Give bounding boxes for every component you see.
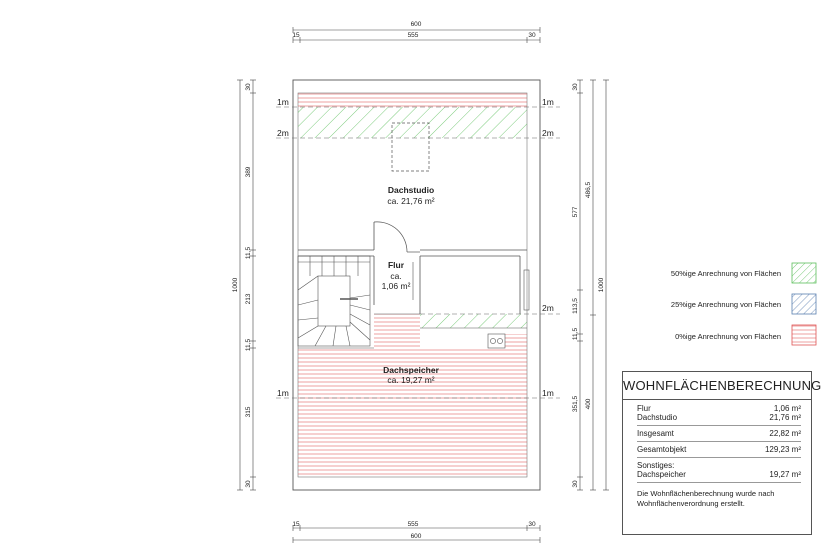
- calc-sonstiges-label: Sonstiges:: [637, 461, 675, 470]
- calc-gesamtobjekt-label: Gesamtobjekt: [637, 445, 687, 454]
- dim-left-389: 389: [245, 166, 252, 177]
- calc-dachstudio-label: Dachstudio: [637, 413, 678, 422]
- dim-right-400: 400: [585, 398, 592, 409]
- legend-swatch-0: [791, 324, 817, 346]
- dim-top-mid: 555: [408, 32, 419, 39]
- dim-left-11-5-a: 11,5: [245, 247, 252, 260]
- dim-left-30-bottom: 30: [245, 480, 252, 488]
- calc-title: WOHNFLÄCHENBERECHNUNG: [623, 372, 821, 400]
- right-dimensions: [577, 79, 609, 491]
- room-flur-name: Flur: [388, 260, 405, 270]
- calc-row-insgesamt: Insgesamt 22,82 m²: [637, 429, 801, 438]
- legend-label-0: 0%ige Anrechnung von Flächen: [675, 332, 781, 341]
- marker-1m-top-right: 1m: [542, 97, 554, 107]
- calc-dachspeicher-value: 19,27 m²: [769, 470, 801, 479]
- marker-1m-bottom-left: 1m: [277, 388, 289, 398]
- dim-left-213: 213: [245, 293, 252, 304]
- skylight: [391, 122, 430, 172]
- calc-row-dachspeicher: Dachspeicher 19,27 m²: [637, 470, 801, 479]
- dim-bottom-total: 600: [411, 533, 422, 540]
- dim-top-total: 600: [411, 21, 422, 28]
- dim-top-right: 30: [528, 32, 536, 39]
- calc-row-dachstudio: Dachstudio 21,76 m²: [637, 413, 801, 422]
- marker-2m-middle-right: 2m: [542, 303, 554, 313]
- door-swing: [373, 221, 408, 253]
- room-flur-area-2: 1,06 m²: [382, 281, 411, 291]
- marker-2m-top-left: 2m: [277, 128, 289, 138]
- dim-top-left: 15: [292, 32, 300, 39]
- marker-1m-bottom-right: 1m: [542, 388, 554, 398]
- zone-0-percent-speicher-right: [505, 334, 527, 348]
- calc-body: Flur 1,06 m² Dachstudio 21,76 m² Insgesa…: [623, 400, 811, 508]
- staircase: [297, 255, 371, 347]
- calc-divider: [637, 482, 801, 483]
- dim-right-113-5: 113,5: [572, 298, 579, 314]
- bottom-dimensions: [292, 525, 541, 543]
- dim-bottom-left: 15: [292, 521, 300, 528]
- dim-bottom-mid: 555: [408, 521, 419, 528]
- zone-0-percent-speicher-upper: [374, 314, 420, 348]
- calc-row-sonstiges: Sonstiges:: [637, 461, 801, 470]
- calc-divider: [637, 425, 801, 426]
- legend-label-25: 25%ige Anrechnung von Flächen: [671, 300, 781, 309]
- marker-2m-top-right: 2m: [542, 128, 554, 138]
- dim-right-outer-total: 1000: [598, 277, 605, 292]
- calc-dachstudio-value: 21,76 m²: [769, 413, 801, 422]
- legend-swatch-25: [791, 293, 817, 315]
- calc-flur-label: Flur: [637, 404, 651, 413]
- dim-left-11-5-b: 11,5: [245, 339, 252, 352]
- zone-50-percent-middle: [420, 314, 527, 328]
- room-dachspeicher-name: Dachspeicher: [383, 365, 439, 375]
- dim-left-total: 1000: [232, 277, 239, 292]
- calc-dachspeicher-label: Dachspeicher: [637, 470, 686, 479]
- dim-right-577: 577: [572, 206, 579, 217]
- dim-right-11-5: 11,5: [572, 328, 579, 341]
- legend: 50%ige Anrechnung von Flächen 25%ige Anr…: [671, 262, 817, 346]
- calc-insgesamt-label: Insgesamt: [637, 429, 674, 438]
- legend-label-50: 50%ige Anrechnung von Flächen: [671, 269, 781, 278]
- marker-1m-top-left: 1m: [277, 97, 289, 107]
- calc-note: Die Wohnflächenberechnung wurde nach Woh…: [637, 489, 775, 508]
- dim-bottom-right: 30: [528, 521, 536, 528]
- zone-0-percent-top: [298, 93, 527, 107]
- dim-right-486-5: 486,5: [585, 181, 592, 198]
- calc-flur-value: 1,06 m²: [773, 404, 801, 413]
- dim-right-30-bottom: 30: [572, 480, 579, 488]
- calc-divider: [637, 457, 801, 458]
- calc-divider: [637, 441, 801, 442]
- top-dimensions: [292, 27, 541, 43]
- height-lines: [276, 106, 560, 399]
- left-dimensions: [237, 79, 256, 491]
- room-dachstudio-area: ca. 21,76 m²: [387, 196, 434, 206]
- dim-left-315: 315: [245, 406, 252, 417]
- utility-box: [487, 333, 506, 349]
- dim-right-351-5: 351,5: [572, 395, 579, 412]
- legend-swatch-50: [791, 262, 817, 284]
- room-dachstudio-name: Dachstudio: [388, 185, 434, 195]
- window-right: [523, 269, 530, 311]
- calc-gesamtobjekt-value: 129,23 m²: [764, 445, 801, 454]
- zone-50-percent-top: [298, 107, 527, 138]
- dim-right-30-top: 30: [572, 83, 579, 91]
- wohnflaechen-panel: WOHNFLÄCHENBERECHNUNG Flur 1,06 m² Dachs…: [622, 371, 821, 535]
- zone-0-percent-speicher: [298, 348, 527, 477]
- calc-row-flur: Flur 1,06 m²: [637, 404, 801, 413]
- calc-row-gesamtobjekt: Gesamtobjekt 129,23 m²: [637, 445, 801, 454]
- calc-insgesamt-value: 22,82 m²: [769, 429, 801, 438]
- room-flur-area-1: ca.: [390, 271, 401, 281]
- dim-left-30-top: 30: [245, 83, 252, 91]
- room-dachspeicher-area: ca. 19,27 m²: [387, 375, 434, 385]
